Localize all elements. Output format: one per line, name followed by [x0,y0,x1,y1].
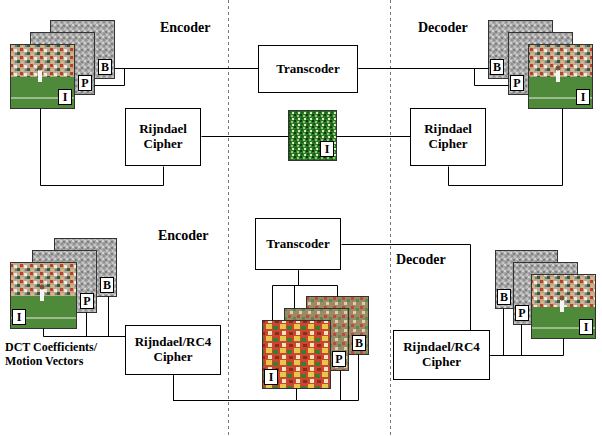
frame-type-label: I [12,309,26,325]
video-frame: B [488,20,552,78]
frame-type-label: I [576,89,590,105]
connector-line [109,297,126,337]
frame-type-label: I [579,319,593,335]
label-holder: DCT Coefficients/ Motion Vectors [5,341,123,369]
transcoder-box: Transcoder [255,218,341,270]
video-frame: P [32,250,96,312]
box-label: Rijndael Cipher [132,122,194,152]
frame-picture [10,44,75,109]
frame-type-label: P [510,75,524,91]
connector-line [273,271,299,321]
video-frame: P [30,32,94,94]
encrypted-frame: I [288,110,336,160]
frame-picture [528,44,593,109]
box-label: Rijndael/RC4 Cipher [400,340,483,370]
divider-line [229,0,391,436]
frame-type-label: I [320,141,334,157]
video-frame: I [10,262,76,328]
connector-line [491,339,564,356]
cipher-box: Rijndael Cipher [125,108,201,166]
connector-line [491,325,522,356]
frame-type-label: P [80,293,94,309]
connector-line [299,271,338,297]
cipher-box: Rijndael Cipher [410,108,486,166]
video-frame: B [495,250,557,308]
encrypted-picture [289,111,337,161]
connector-line [295,271,299,309]
transcoder-box: Transcoder [258,45,358,93]
box-label: Transcoder [276,62,339,77]
video-frame: B [50,20,114,78]
connector-line [95,69,259,86]
encrypted-picture [263,297,369,389]
frame-type-label: B [352,335,366,351]
connector-line [174,371,341,401]
frame-type-label: I [264,369,278,385]
video-frame: P [513,262,577,324]
frame-type-label: B [490,59,504,75]
box-label: Rijndael Cipher [417,122,479,152]
video-frame: I [531,274,595,338]
frame-type-label: I [58,89,72,105]
annotation-label: DCT Coefficients/ Motion Vectors [5,341,123,369]
connector-line [87,313,126,337]
frame-type-label: B [497,289,511,305]
frame-type-label: B [100,277,114,293]
label-holder: Encoder [160,20,211,36]
section-heading: Encoder [160,20,211,36]
connector-line [342,245,471,331]
cipher-box: Rijndael/RC4 Cipher [393,330,490,380]
label-holder: Decoder [396,252,446,268]
section-heading: Decoder [396,252,446,268]
box-label: Rijndael/RC4 Cipher [132,335,214,365]
connector-line [174,376,297,401]
frame-type-label: B [98,59,112,75]
label-holder: Decoder [418,20,468,36]
video-frame: I [10,44,74,108]
frame-type-label: P [78,75,92,91]
frame-type-label: P [332,351,346,367]
encrypted-frame: P [284,308,348,370]
connector-line [359,69,509,86]
section-heading: Encoder [158,228,209,244]
video-frame: B [54,238,116,296]
video-frame: I [528,44,592,108]
encrypted-frame: B [306,296,368,354]
frame-type-label: P [515,305,529,321]
frame-picture [10,262,77,329]
encrypted-frame: I [262,320,330,388]
section-heading: Decoder [418,20,468,36]
connector-line [337,136,411,137]
cipher-box: Rijndael/RC4 Cipher [125,325,221,375]
connector-line [44,329,126,337]
label-holder: Encoder [158,228,209,244]
connector-line [202,136,289,137]
frame-picture [531,274,596,339]
connector-line [491,309,504,356]
box-label: Transcoder [266,237,329,252]
video-frame: P [508,32,572,94]
